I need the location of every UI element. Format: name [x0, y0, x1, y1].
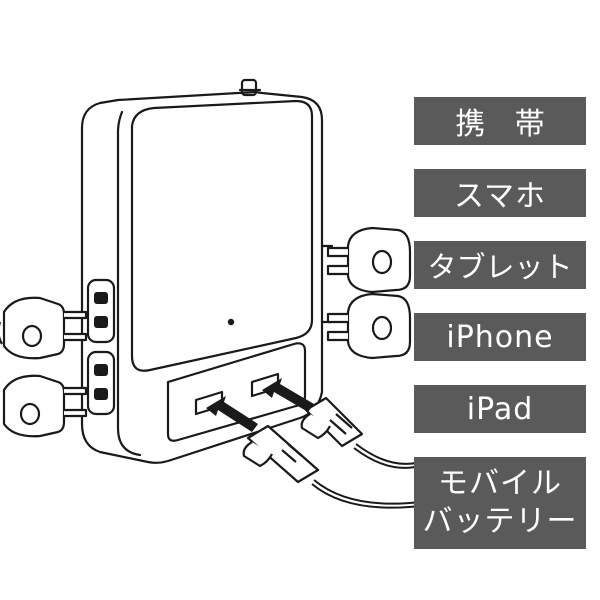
usb-connector-1 [300, 396, 364, 448]
insert-arrow-2 [262, 378, 314, 412]
charger-front-edge [116, 110, 142, 457]
right-plug-lower [326, 292, 412, 360]
label-mobile-battery-line1: モバイル [438, 466, 562, 501]
charger-body-outline [80, 90, 324, 464]
right-plug-upper [326, 226, 412, 294]
side-outlet-housing-bottom [86, 350, 116, 416]
usb-cable-1 [353, 443, 421, 469]
label-mobile-battery: モバイル バッテリー [414, 457, 586, 549]
label-sumaho: スマホ [414, 169, 586, 217]
side-outlet-housing-top [86, 278, 116, 344]
label-tablet: タブレット [414, 241, 586, 289]
insert-arrow-1 [206, 396, 258, 432]
usb-connector-2 [242, 424, 320, 484]
charger-top-panel [130, 99, 314, 372]
top-plug-stub [240, 78, 258, 97]
label-iphone: iPhone [414, 313, 586, 361]
indicator-light [227, 318, 235, 326]
left-plug-lower [2, 374, 88, 438]
usb-cable-2 [311, 479, 421, 509]
label-ipad: iPad [414, 385, 586, 433]
label-mobile-battery-line2: バッテリー [422, 504, 578, 539]
left-plug-upper [0, 296, 88, 360]
label-keitai: 携 帯 [414, 97, 586, 145]
